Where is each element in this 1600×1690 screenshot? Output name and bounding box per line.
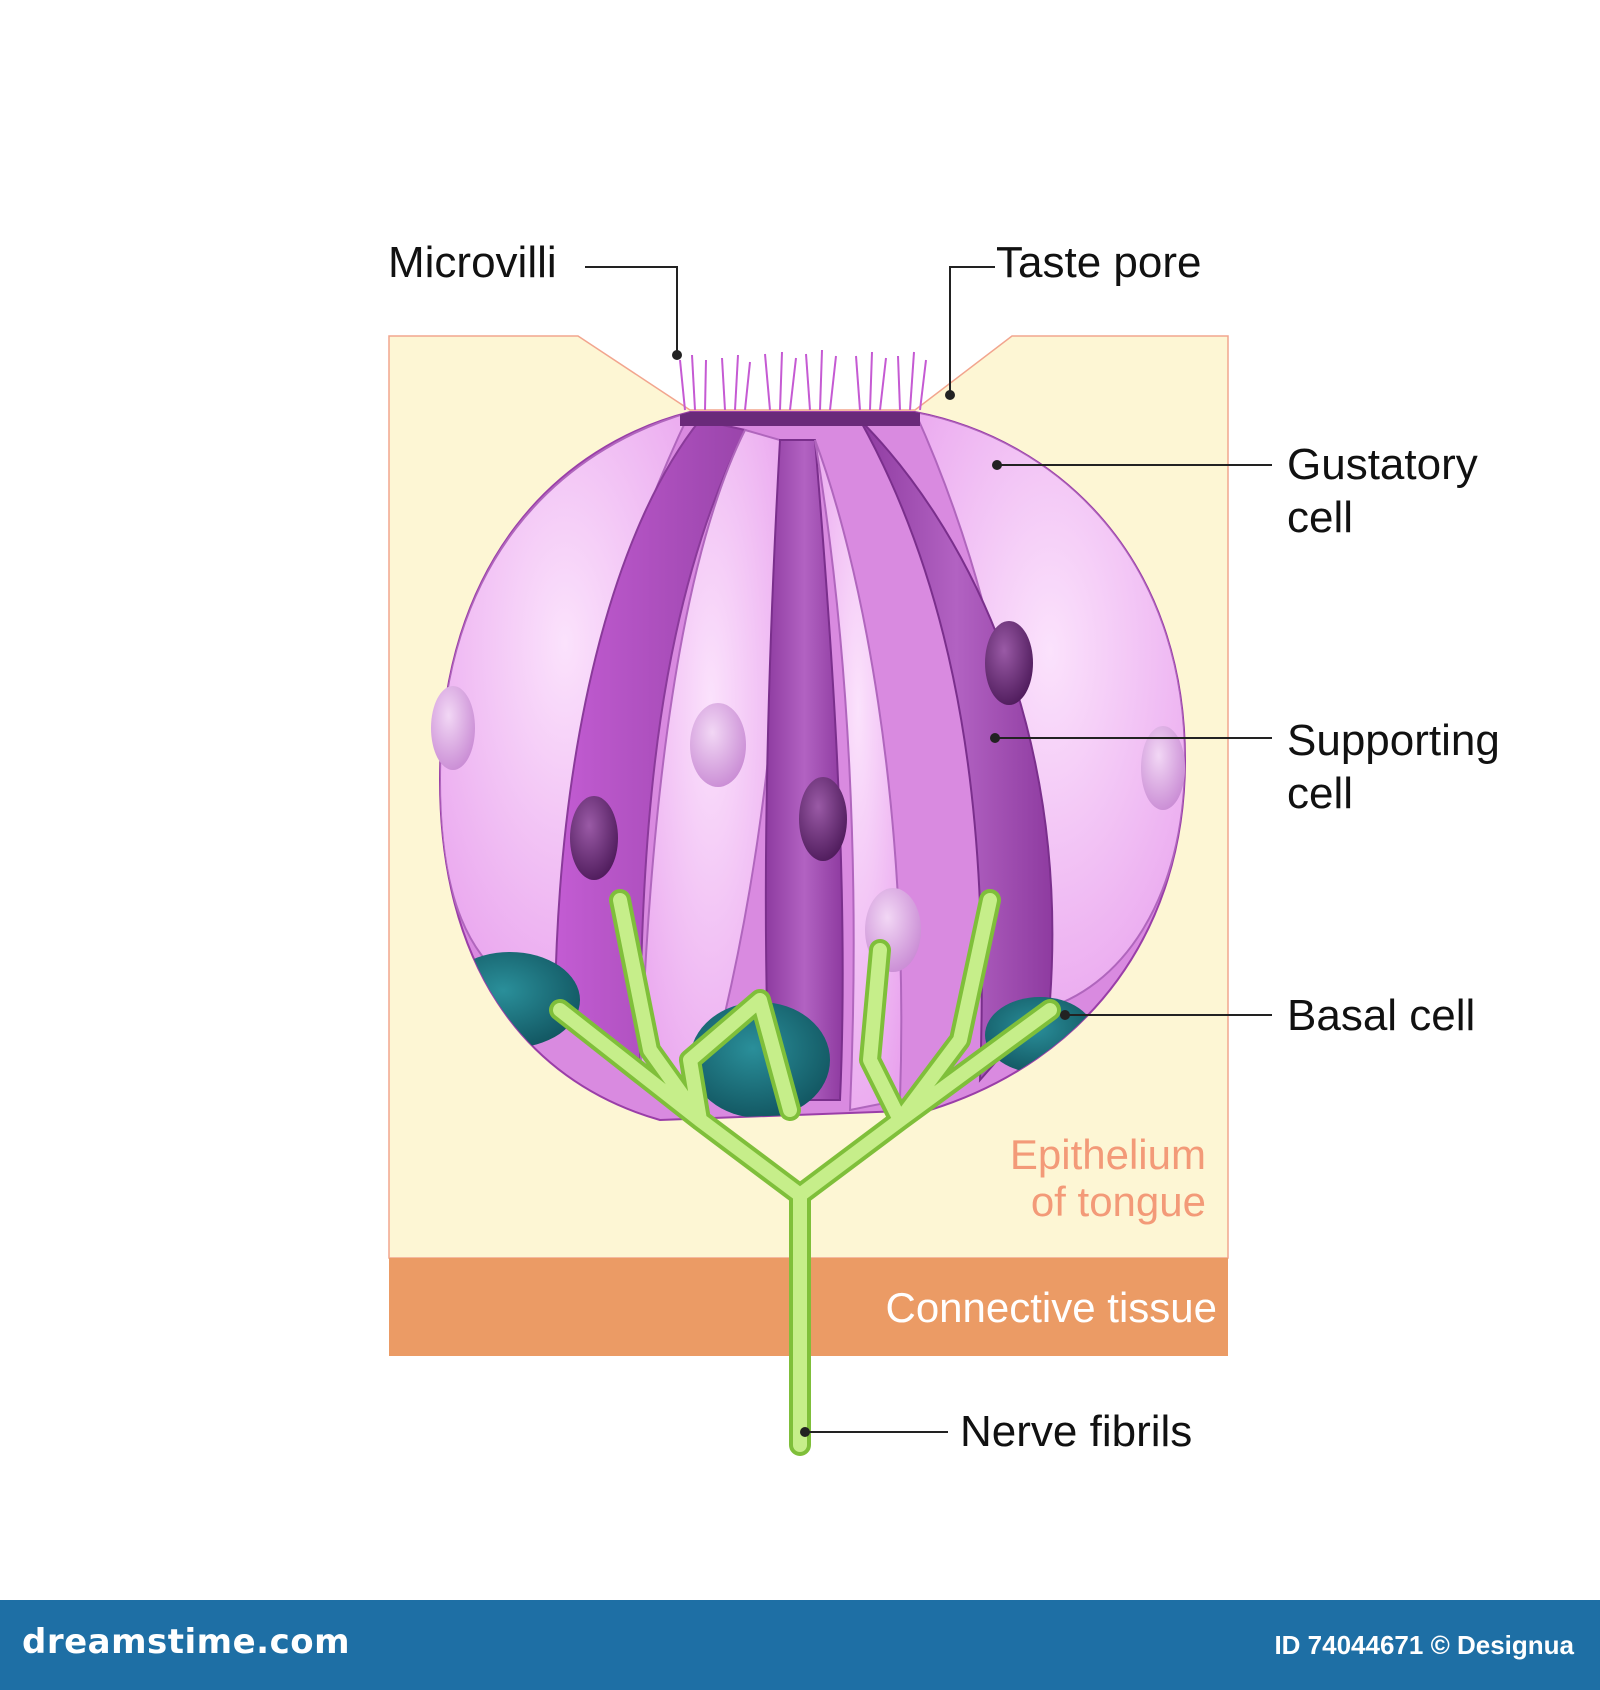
taste-bud [431,411,1187,1122]
nucleus [690,703,746,787]
nucleus [799,777,847,861]
label-microvilli: Microvilli [388,238,557,287]
label-nerve-fibrils: Nerve fibrils [960,1407,1192,1456]
leader-lines [585,266,1272,1437]
footer-credit: ID 74044671 © Designua [1274,1630,1574,1660]
gustatory-cell [764,439,844,1101]
gustatory-cell [859,419,1054,1083]
nucleus [431,686,475,770]
label-supporting-cell-line2: cell [1287,769,1353,818]
nucleus [1141,726,1185,810]
label-basal-cell: Basal cell [1287,991,1475,1040]
label-taste-pore: Taste pore [996,238,1201,287]
nucleus [570,796,618,880]
footer-bar: dreamstime.com ID 74044671 © Designua [0,1600,1600,1690]
label-epithelium-line1: Epithelium [1010,1131,1206,1178]
label-connective-tissue: Connective tissue [885,1284,1217,1331]
label-epithelium-line2: of tongue [1031,1178,1206,1225]
nucleus [985,621,1033,705]
footer-brand[interactable]: dreamstime.com [22,1622,351,1662]
nerve-fibrils [549,889,1061,1456]
label-supporting-cell-line1: Supporting [1287,716,1500,765]
label-gustatory-cell-line1: Gustatory [1287,440,1478,489]
microvilli [679,349,927,411]
label-gustatory-cell-line2: cell [1287,493,1353,542]
